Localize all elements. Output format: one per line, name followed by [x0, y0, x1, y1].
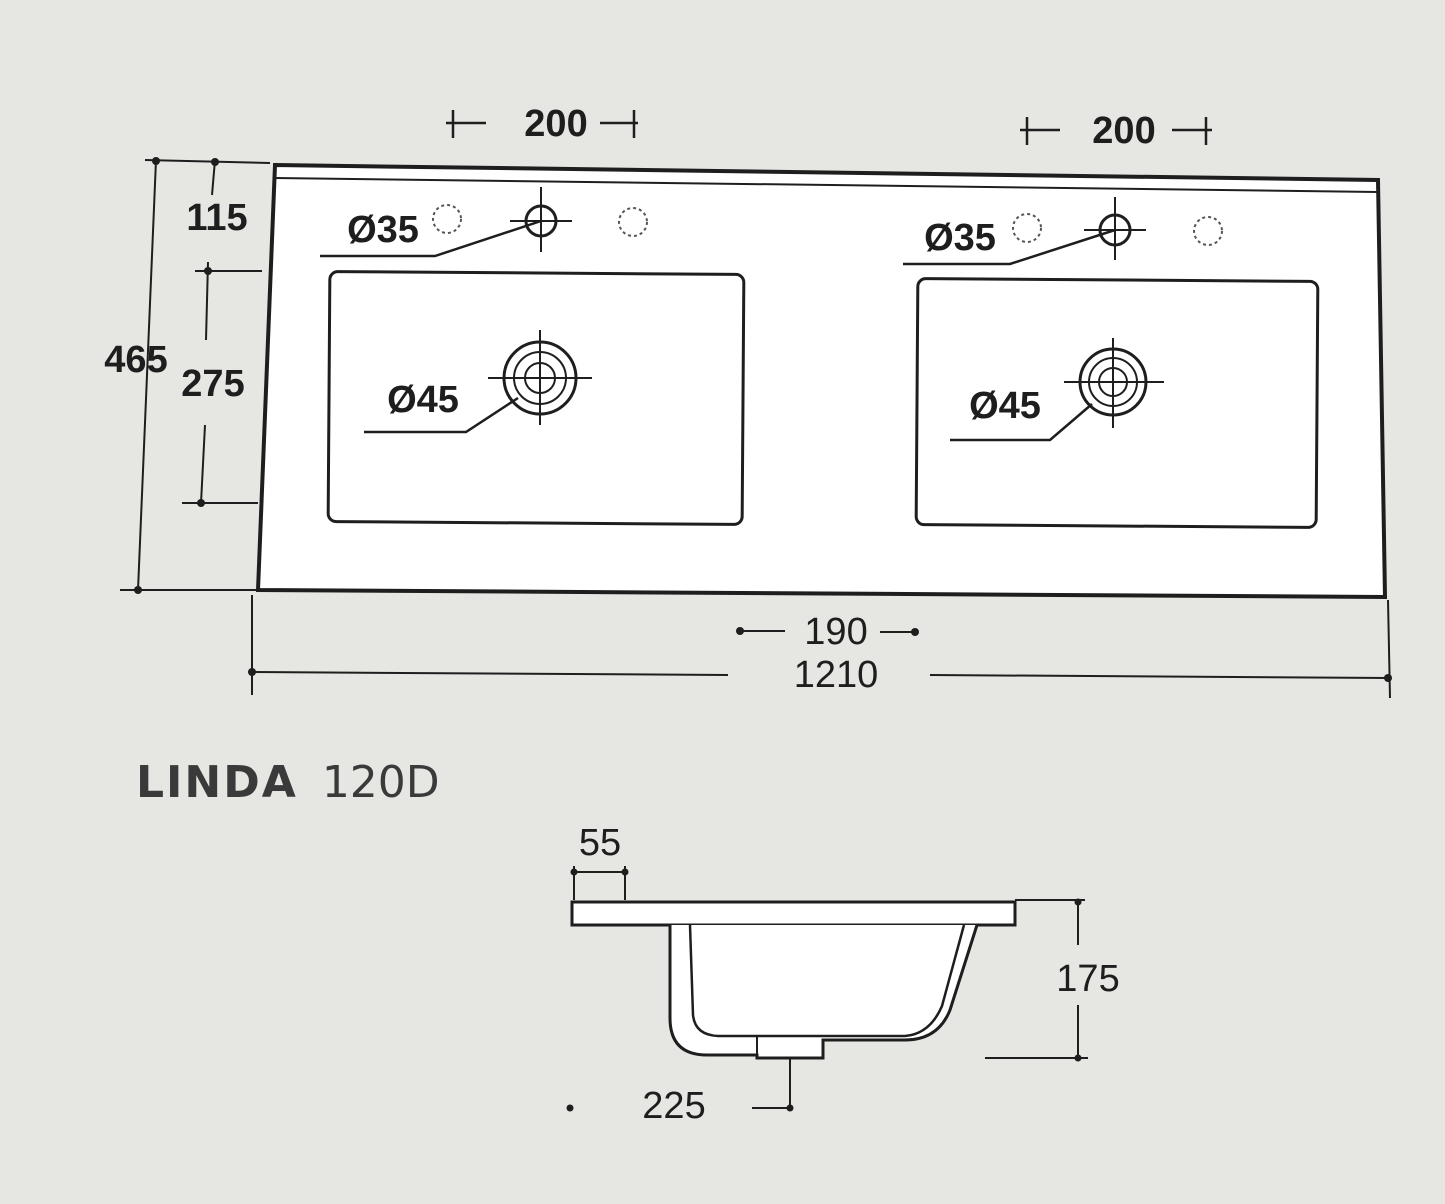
section-basin-inner [688, 924, 966, 1038]
dim-lines-rim [573, 866, 626, 900]
dim-dots-depth [134, 157, 219, 594]
dim-drain-offset: 225 [642, 1085, 705, 1127]
model-title: LINDA 120D [136, 757, 440, 808]
dim-dots-rim [570, 868, 629, 876]
dim-arrows-200-left [446, 110, 638, 138]
dim-bowl-gap: 190 [804, 611, 867, 653]
leader-tap-left [320, 219, 542, 258]
top-view: 200 200 115 465 275 Ø35 Ø35 Ø45 [104, 103, 1392, 699]
dim-lines-drain-offset [752, 1058, 791, 1110]
optional-hole-right-2-icon [1193, 216, 1223, 246]
model-name: LINDA [136, 757, 298, 808]
dim-lines-height [985, 899, 1088, 1059]
dim-bowl-depth: 275 [181, 363, 244, 405]
drain-left-icon [488, 330, 592, 425]
optional-hole-left-2-icon [618, 207, 648, 237]
section-basin-outer [668, 924, 979, 1060]
label-tap-hole-left: Ø35 [347, 209, 419, 251]
dim-arrows-200-right [1020, 117, 1212, 145]
dim-tap-spacing-right: 200 [1092, 110, 1155, 152]
dim-lines-depth [120, 159, 271, 591]
label-drain-left: Ø45 [387, 379, 459, 421]
dim-lines-bottom [251, 595, 1391, 699]
optional-hole-left-1-icon [432, 204, 462, 234]
dim-width-total: 1210 [794, 654, 879, 696]
section-view: 55 175 225 [566, 822, 1120, 1127]
section-top-slab [570, 900, 1017, 927]
leader-tap-right [903, 228, 1116, 266]
dim-dots-bottom [248, 627, 1392, 682]
drain-right-icon [1064, 338, 1164, 428]
label-tap-hole-right: Ø35 [924, 217, 996, 259]
dim-rim: 55 [579, 822, 621, 864]
label-drain-right: Ø45 [969, 385, 1041, 427]
dim-depth-total: 465 [104, 339, 167, 381]
dim-tap-offset: 115 [186, 197, 247, 239]
dim-dots-height [1074, 898, 1082, 1062]
model-code: 120D [322, 757, 440, 808]
dim-height: 175 [1056, 958, 1119, 1000]
dim-tap-spacing-left: 200 [524, 103, 587, 145]
bowl-left [326, 270, 746, 526]
bowl-right [914, 277, 1320, 529]
leader-drain-left [364, 396, 519, 434]
back-edge-line [274, 177, 1379, 193]
optional-hole-right-1-icon [1012, 213, 1042, 243]
leader-drain-right [950, 403, 1093, 442]
